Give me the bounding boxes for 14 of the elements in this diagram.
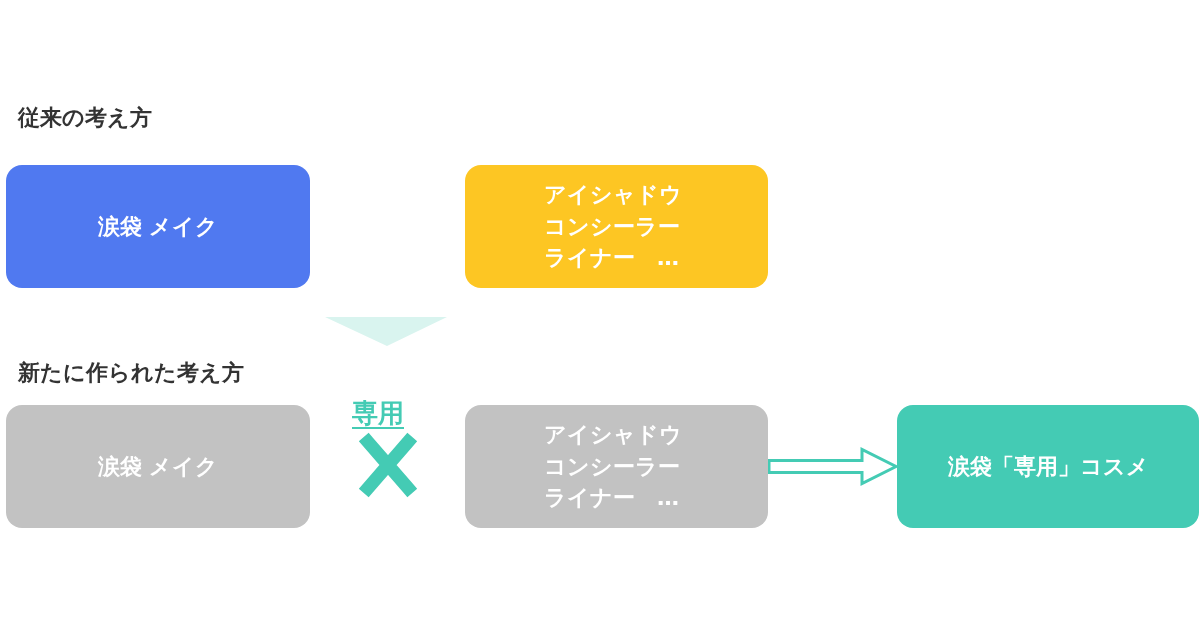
result-box (897, 405, 1199, 528)
box-text: アイシャドウコンシーラーライナー … (543, 420, 683, 513)
box-text: アイシャドウコンシーラーライナー … (543, 180, 683, 273)
box-text: 涙袋「専用」コスメ (947, 452, 1149, 481)
inactive-box (6, 405, 310, 528)
secondary-box (465, 165, 768, 288)
block-arrow (767, 447, 900, 486)
box-text: 涙袋 メイク (97, 452, 219, 481)
section-heading: 新たに作られた考え方 (18, 359, 244, 387)
section-heading: 従来の考え方 (18, 104, 152, 132)
emphasis-label: 専用 (352, 397, 404, 430)
primary-box (6, 165, 310, 288)
box-text: 涙袋 メイク (97, 212, 219, 241)
inactive-box (465, 405, 768, 528)
